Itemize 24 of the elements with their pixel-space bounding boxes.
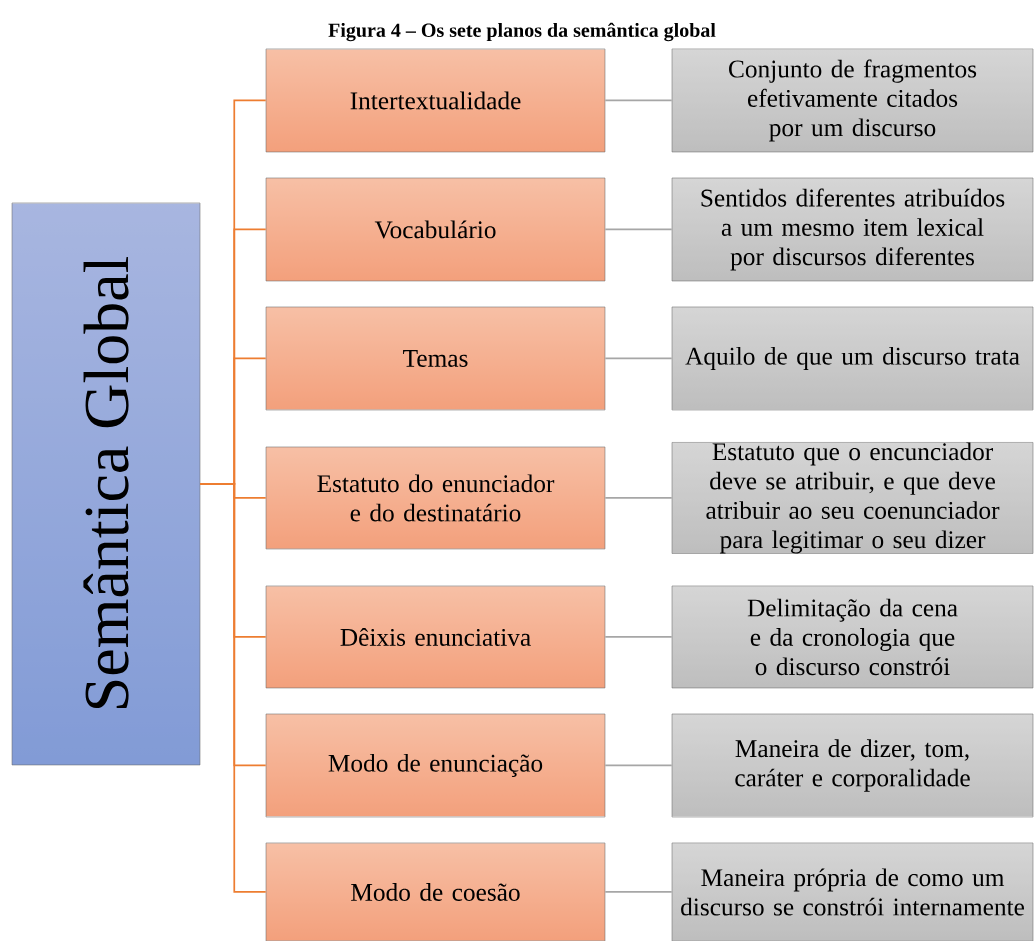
connector-line [604,764,673,767]
connector-line [604,228,673,231]
description-box: Sentidos diferentes atribuídos a um mesmo item lexical por discursos diferentes [671,177,1034,282]
connector-line [604,357,673,360]
description-box: Aquilo de que um discurso trata [671,306,1034,411]
elbow-connector [199,483,267,893]
description-box: Maneira própria de como um discurso se constrói internamente [671,842,1034,941]
figure-title: Figura 4 – Os sete planos da semântica global [328,22,716,42]
plane-box: Modo de coesão [265,842,606,941]
plane-box: Temas [265,306,606,411]
description-box: Maneira de dizer, tom, caráter e corporalidade [671,713,1034,818]
plane-box: Modo de enunciação [265,713,606,818]
description-box: Estatuto que o encunciador deve se atribuir, e que deve atribuir ao seu coenunciador para legitimar o seu dizer [671,442,1034,554]
description-box: Delimitação da cena e da cronologia que o discurso constrói [671,585,1034,689]
connector-line [604,891,673,893]
connector-line [604,497,673,499]
connector-line [604,99,673,102]
plane-box: Estatuto do enunciador e do destinatário [265,446,606,550]
description-box: Conjunto de fragmentos efetivamente citados por um discurso [671,48,1034,153]
plane-box: Intertextualidade [265,48,606,153]
root-box: Semântica Global [11,202,201,766]
connector-line [604,636,673,638]
plane-box: Vocabulário [265,177,606,282]
plane-box: Dêixis enunciativa [265,585,606,689]
